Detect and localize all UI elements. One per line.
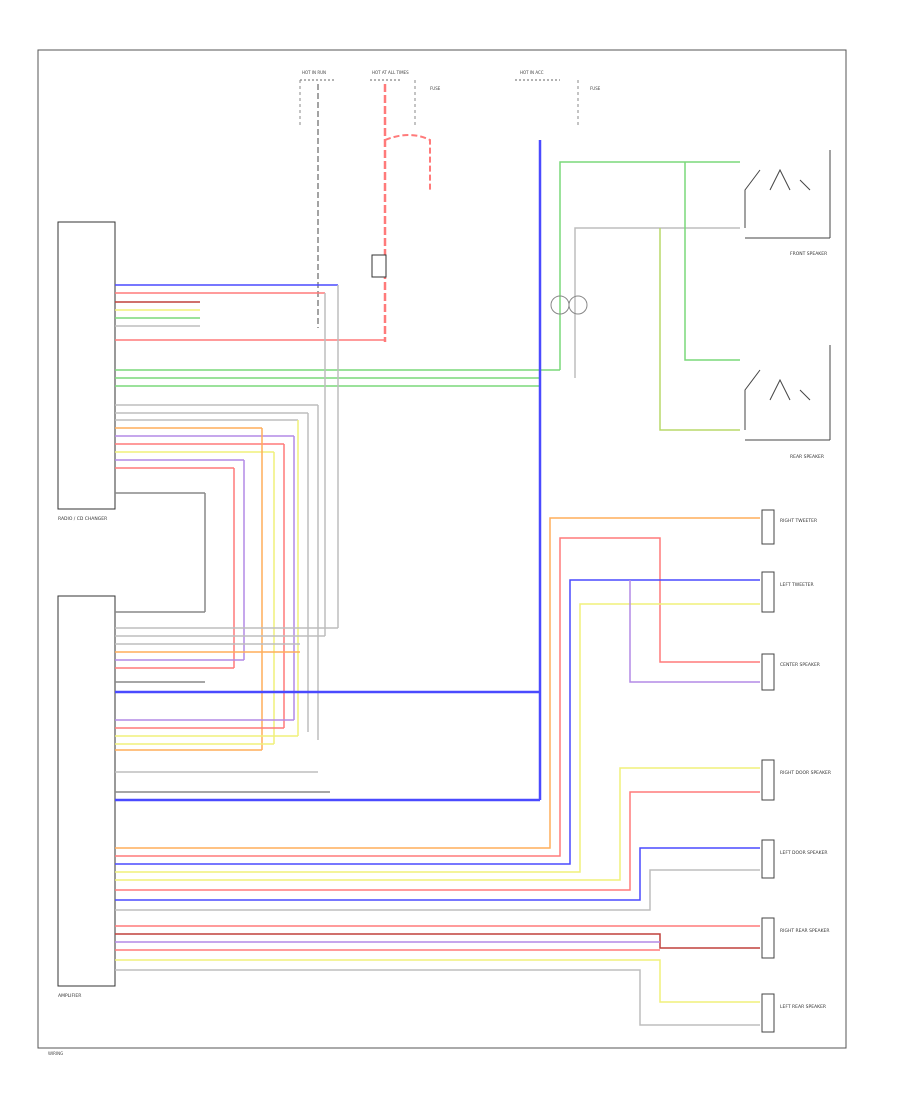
fuse-box-small — [371, 254, 387, 278]
svg-text:FUSE: FUSE — [590, 86, 601, 91]
center-speaker-label: CENTER SPEAKER — [780, 662, 820, 668]
footer-label: WIRING — [48, 1051, 63, 1056]
radio-unit-box — [57, 221, 116, 510]
right-tweeter-label: RIGHT TWEETER — [780, 518, 817, 524]
fuse-label-1: HOT IN RUN — [302, 70, 326, 75]
amplifier-label: AMPLIFIER — [58, 993, 81, 999]
fuse-block-top: HOT IN RUN HOT AT ALL TIMES HOT IN ACC F… — [299, 70, 601, 125]
fuse-label-2: HOT AT ALL TIMES — [372, 70, 409, 75]
left-door-speaker-label: LEFT DOOR SPEAKER — [780, 850, 828, 856]
left-rear-speaker-label: LEFT REAR SPEAKER — [780, 1004, 826, 1010]
front-speaker-label: FRONT SPEAKER — [790, 251, 827, 257]
fuse-label-3: HOT IN ACC — [520, 70, 544, 75]
speaker-connectors — [761, 509, 775, 1033]
svg-text:FUSE: FUSE — [430, 86, 441, 91]
right-door-speaker-label: RIGHT DOOR SPEAKER — [780, 770, 831, 776]
left-tweeter-label: LEFT TWEETER — [780, 582, 814, 588]
diagram-border — [37, 49, 847, 1049]
front-speaker: FRONT SPEAKER — [744, 150, 831, 257]
rear-speaker-label: REAR SPEAKER — [790, 454, 824, 460]
amplifier-box — [57, 595, 116, 987]
radio-unit-label: RADIO / CD CHANGER — [58, 516, 107, 522]
right-rear-speaker-label: RIGHT REAR SPEAKER — [780, 928, 830, 934]
radio-wires — [115, 284, 560, 612]
rear-speaker: REAR SPEAKER — [744, 345, 831, 460]
